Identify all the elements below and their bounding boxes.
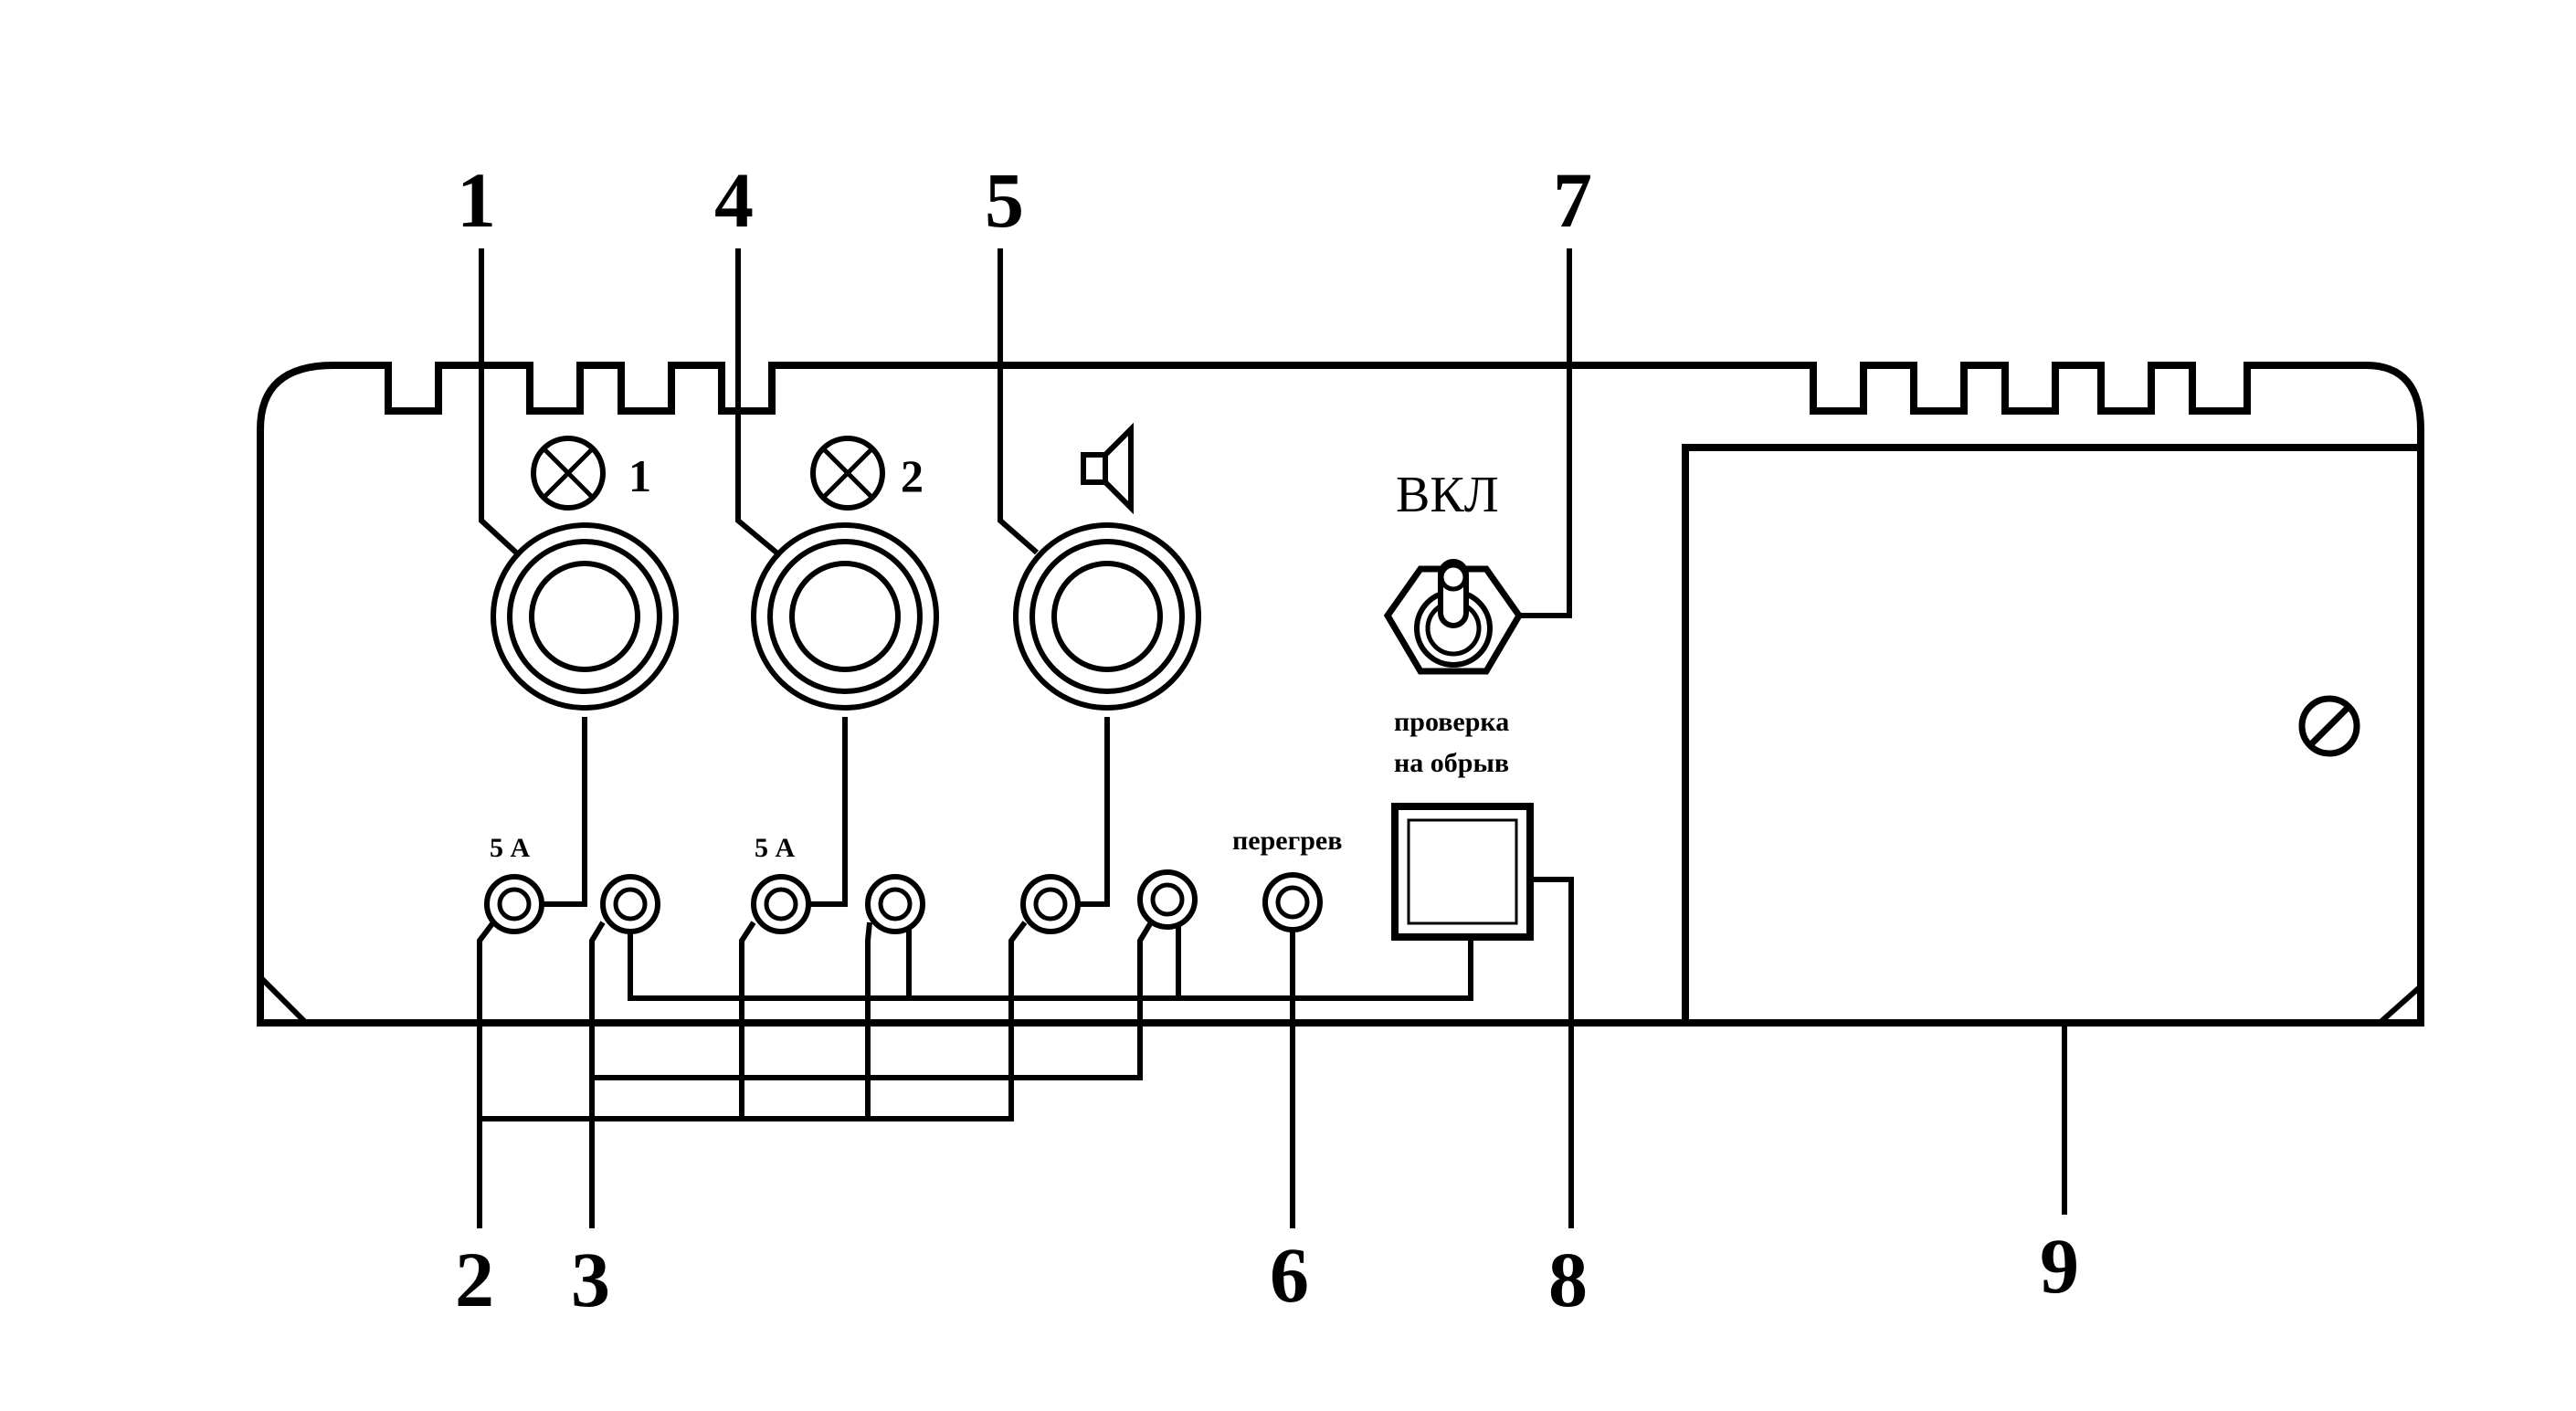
callout-3: 3 xyxy=(571,1236,610,1323)
callout-2: 2 xyxy=(455,1236,494,1323)
callout-4: 4 xyxy=(714,156,754,244)
lamp2-number: 2 xyxy=(901,450,924,501)
fuse2-rating: 5 А xyxy=(755,833,796,863)
callout-5: 5 xyxy=(985,156,1024,244)
test-button xyxy=(1391,803,1534,941)
overheat-label: перегрев xyxy=(1232,826,1342,856)
test-label-line1: проверка xyxy=(1394,707,1509,737)
lamp1-number: 1 xyxy=(628,450,651,501)
slotted-screw-icon xyxy=(2298,695,2360,757)
socket-sound-b xyxy=(1137,869,1198,930)
socket-overheat xyxy=(1262,872,1323,932)
toggle-switch-icon xyxy=(1383,559,1524,675)
callout-8: 8 xyxy=(1548,1236,1588,1323)
speaker-icon xyxy=(1081,422,1134,515)
corner-bevel-right xyxy=(2378,984,2423,1026)
cover-plate xyxy=(1682,444,2424,1027)
sound-signal xyxy=(1013,522,1201,711)
housing-outline xyxy=(257,362,2424,1027)
lamp-icon xyxy=(531,436,606,511)
fuse1-rating: 5 А xyxy=(490,833,531,863)
corner-bevel-left xyxy=(258,974,309,1026)
callout-9: 9 xyxy=(2040,1222,2079,1310)
socket-common-2 xyxy=(865,874,925,934)
socket-common-1 xyxy=(600,874,660,934)
socket-sound-a xyxy=(1020,874,1081,934)
internal-wiring xyxy=(477,717,1473,1121)
lamp-icon xyxy=(810,436,885,511)
callout-7: 7 xyxy=(1553,156,1592,244)
indicator-lamp-2 xyxy=(751,522,939,711)
test-label-line2: на обрыв xyxy=(1394,748,1509,778)
leader-lines xyxy=(477,248,2067,1228)
socket-fuse-1 xyxy=(484,874,544,934)
switch-label: ВКЛ xyxy=(1396,467,1499,523)
socket-fuse-2 xyxy=(751,874,811,934)
indicator-lamp-1 xyxy=(491,522,679,711)
callout-6: 6 xyxy=(1270,1231,1309,1319)
callout-1: 1 xyxy=(457,156,496,244)
